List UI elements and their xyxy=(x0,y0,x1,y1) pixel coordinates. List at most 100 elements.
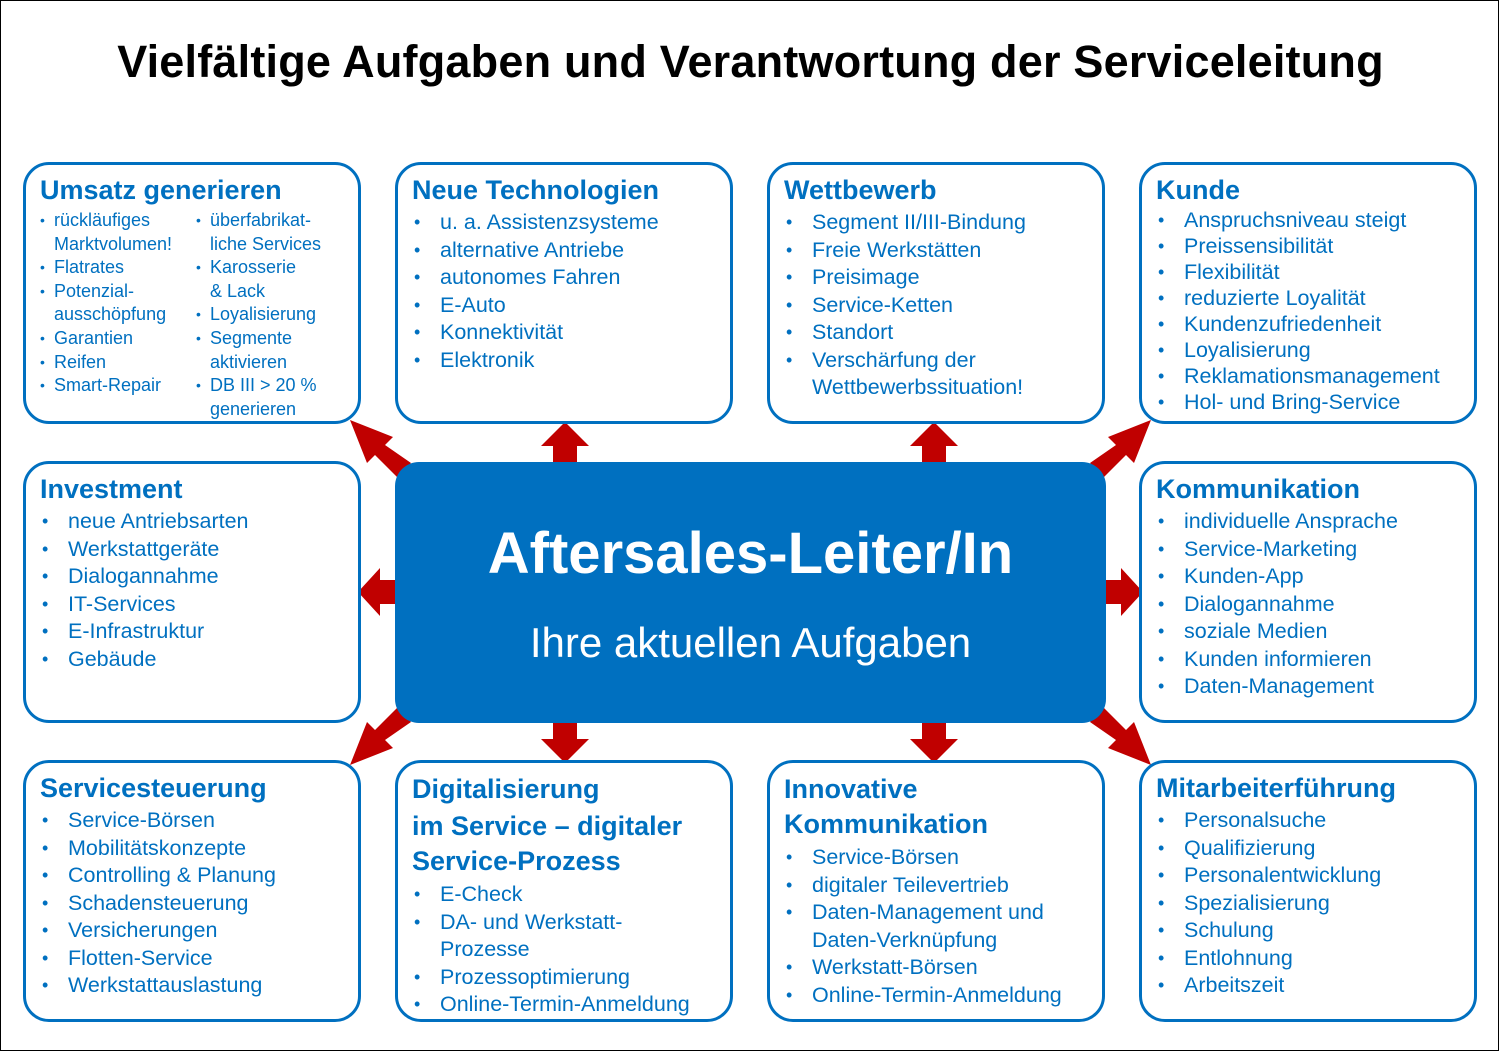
list-item: Smart-Repair xyxy=(40,374,190,398)
list-item: IT-Services xyxy=(40,591,346,619)
list-item: Garantien xyxy=(40,327,190,351)
box-investment: Investment neue Antriebsarten Werkstattg… xyxy=(23,461,361,723)
list-item: Personalsuche xyxy=(1156,807,1462,835)
list-item: Entlohnung xyxy=(1156,945,1462,973)
list-item: Werkstattauslastung xyxy=(40,972,346,1000)
list-item: Anspruchsniveau steigt xyxy=(1156,207,1462,233)
list-item: reduzierte Loyalität xyxy=(1156,285,1462,311)
list-item: Verschärfung der xyxy=(784,347,1090,375)
list-item: Flatrates xyxy=(40,256,190,280)
list-item: individuelle Ansprache xyxy=(1156,508,1462,536)
list-item: Segmente xyxy=(196,327,346,351)
list-item: Mobilitätskonzepte xyxy=(40,835,346,863)
list-item: Karosserie xyxy=(196,256,346,280)
box-kunde-title: Kunde xyxy=(1156,175,1240,205)
box-kommunikation-title: Kommunikation xyxy=(1156,474,1361,504)
list-item: Service-Börsen xyxy=(40,807,346,835)
box-innovative: Innovative Kommunikation Service-Börsen … xyxy=(767,760,1105,1022)
list-item: generieren xyxy=(210,398,297,419)
box-wettbewerb-list: Segment II/III-Bindung Freie Werkstätten… xyxy=(784,209,1090,402)
box-technologien-list: u. a. Assistenzsysteme alternative Antri… xyxy=(412,209,718,374)
list-item: Daten-Verknüpfung xyxy=(812,927,998,952)
box-digitalisierung-title-2: im Service – digitaler xyxy=(412,811,683,841)
list-item: Marktvolumen! xyxy=(54,233,173,254)
list-item: E-Check xyxy=(412,881,718,909)
box-mitarbeiter-title: Mitarbeiterführung xyxy=(1156,773,1396,803)
list-item: Service-Börsen xyxy=(784,844,1090,872)
box-umsatz-col1: rückläufiges Marktvolumen! Flatrates Pot… xyxy=(40,209,190,421)
list-item: Hol- und Bring-Service xyxy=(1156,389,1462,415)
list-item: Kundenzufriedenheit xyxy=(1156,311,1462,337)
list-item: Service-Ketten xyxy=(784,292,1090,320)
list-item: Standort xyxy=(784,319,1090,347)
box-umsatz: Umsatz generieren rückläufiges Marktvolu… xyxy=(23,162,361,424)
list-item: Daten-Management xyxy=(1156,673,1462,701)
box-technologien-title: Neue Technologien xyxy=(412,175,660,205)
list-item: Flotten-Service xyxy=(40,945,346,973)
list-item: Prozessoptimierung xyxy=(412,964,718,992)
list-item: DB III > 20 % xyxy=(196,374,346,398)
list-item: Kunden-App xyxy=(1156,563,1462,591)
list-item: rückläufiges xyxy=(40,209,190,233)
box-digitalisierung-title-1: Digitalisierung xyxy=(412,774,600,804)
box-kunde-list: Anspruchsniveau steigt Preissensibilität… xyxy=(1156,207,1462,415)
list-item: liche Services xyxy=(210,233,322,254)
list-item: Preisimage xyxy=(784,264,1090,292)
list-item: Reifen xyxy=(40,351,190,375)
box-innovative-title-1: Innovative xyxy=(784,774,918,804)
box-digitalisierung-title-3: Service-Prozess xyxy=(412,846,621,876)
list-item: & Lack xyxy=(210,280,266,301)
list-item: Dialogannahme xyxy=(1156,591,1462,619)
list-item: ausschöpfung xyxy=(54,304,167,325)
list-item: DA- und Werkstatt- xyxy=(412,909,718,937)
list-item: Elektronik xyxy=(412,347,718,375)
list-item: neue Antriebsarten xyxy=(40,508,346,536)
list-item: Loyalisierung xyxy=(1156,337,1462,363)
list-item: Segment II/III-Bindung xyxy=(784,209,1090,237)
box-kommunikation-list: individuelle Ansprache Service-Marketing… xyxy=(1156,508,1462,701)
list-item: Personalentwicklung xyxy=(1156,862,1462,890)
list-item: Qualifizierung xyxy=(1156,835,1462,863)
box-wettbewerb-title: Wettbewerb xyxy=(784,175,937,205)
box-innovative-list: Service-Börsen digitaler Teilevertrieb D… xyxy=(784,844,1090,1009)
box-innovative-title-2: Kommunikation xyxy=(784,809,989,839)
list-item: Freie Werkstätten xyxy=(784,237,1090,265)
box-mitarbeiter: Mitarbeiterführung Personalsuche Qualifi… xyxy=(1139,760,1477,1022)
box-umsatz-col2: überfabrikat- liche Services Karosserie … xyxy=(196,209,346,421)
center-subtitle: Ihre aktuellen Aufgaben xyxy=(529,619,972,666)
box-digitalisierung: Digitalisierung im Service – digitaler S… xyxy=(395,760,733,1022)
list-item: alternative Antriebe xyxy=(412,237,718,265)
list-item: Kunden informieren xyxy=(1156,646,1462,674)
list-item: Online-Termin-Anmeldung xyxy=(784,982,1090,1010)
box-kunde: Kunde Anspruchsniveau steigt Preissensib… xyxy=(1139,162,1477,424)
box-kommunikation: Kommunikation individuelle Ansprache Ser… xyxy=(1139,461,1477,723)
list-item: Spezialisierung xyxy=(1156,890,1462,918)
list-item: aktivieren xyxy=(210,351,288,372)
list-item: Controlling & Planung xyxy=(40,862,346,890)
list-item: Reklamationsmanagement xyxy=(1156,363,1462,389)
list-item: Preissensibilität xyxy=(1156,233,1462,259)
box-wettbewerb: Wettbewerb Segment II/III-Bindung Freie … xyxy=(767,162,1105,424)
list-item: Schulung xyxy=(1156,917,1462,945)
page-title: Vielfältige Aufgaben und Verantwortung d… xyxy=(117,36,1384,87)
list-item: u. a. Assistenzsysteme xyxy=(412,209,718,237)
list-item: Service-Marketing xyxy=(1156,536,1462,564)
list-item: Online-Termin-Anmeldung xyxy=(412,991,718,1019)
list-item: Wettbewerbssituation! xyxy=(812,375,1024,399)
list-item: Arbeitszeit xyxy=(1156,972,1462,1000)
list-item: Flexibilität xyxy=(1156,259,1462,285)
list-item: Versicherungen xyxy=(40,917,346,945)
list-item: Loyalisierung xyxy=(196,303,346,327)
box-technologien: Neue Technologien u. a. Assistenzsysteme… xyxy=(395,162,733,424)
center-box: Aftersales-Leiter/In Ihre aktuellen Aufg… xyxy=(395,462,1106,723)
list-item: Konnektivität xyxy=(412,319,718,347)
center-title: Aftersales-Leiter/In xyxy=(487,521,1014,586)
list-item: Schadensteuerung xyxy=(40,890,346,918)
list-item: E-Infrastruktur xyxy=(40,618,346,646)
box-servicesteuerung-title: Servicesteuerung xyxy=(40,773,267,803)
box-investment-title: Investment xyxy=(40,474,183,504)
box-servicesteuerung: Servicesteuerung Service-Börsen Mobilitä… xyxy=(23,760,361,1022)
list-item: Werkstattgeräte xyxy=(40,536,346,564)
box-umsatz-title: Umsatz generieren xyxy=(40,175,282,205)
